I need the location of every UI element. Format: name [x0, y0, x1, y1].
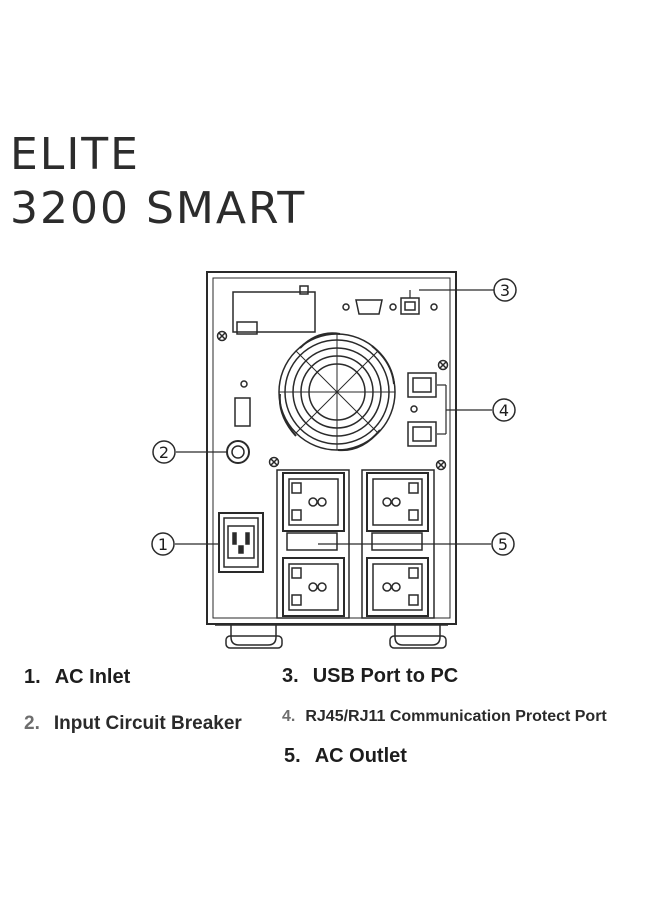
- legend-label: AC Inlet: [54, 666, 131, 688]
- product-title-line1: ELITE: [10, 129, 140, 180]
- product-title: ELITE 3200 SMART: [10, 128, 306, 236]
- legend-number: 5.: [284, 745, 301, 767]
- ups-feet: [225, 625, 447, 649]
- product-title-line2: 3200 SMART: [10, 183, 307, 234]
- callout-3-label: 3: [500, 281, 510, 300]
- legend-item-ac-inlet: 1. AC Inlet: [24, 666, 130, 689]
- breaker-switch: [226, 397, 251, 464]
- rj45-rj11-ports: [407, 372, 437, 447]
- legend-label: AC Outlet: [314, 745, 407, 767]
- usb-port: [400, 297, 438, 315]
- legend-label: RJ45/RJ11 Communication Protect Port: [305, 708, 607, 725]
- legend-item-input-circuit-breaker: 2. Input Circuit Breaker: [24, 713, 242, 735]
- legend-number: 1.: [24, 666, 41, 688]
- ac-outlet: [282, 472, 345, 532]
- callout-2: 2: [152, 440, 176, 464]
- callout-5: 5: [491, 532, 515, 556]
- callout-leaders: [175, 289, 494, 545]
- legend-item-rj45-rj11-port: 4. RJ45/RJ11 Communication Protect Port: [282, 708, 607, 726]
- legend-item-usb-port: 3. USB Port to PC: [282, 665, 458, 688]
- callout-3: 3: [493, 278, 517, 302]
- ac-outlets-panel: [276, 469, 435, 619]
- cover-plate: [232, 285, 316, 335]
- legend-label: Input Circuit Breaker: [53, 713, 242, 734]
- legend-number: 2.: [24, 713, 40, 734]
- legend-number: 3.: [282, 665, 299, 687]
- callout-4-label: 4: [499, 401, 509, 420]
- callout-2-label: 2: [159, 443, 169, 462]
- legend-item-ac-outlet: 5. AC Outlet: [284, 745, 407, 768]
- legend-label: USB Port to PC: [312, 665, 459, 687]
- serial-port: [342, 299, 397, 315]
- screw-icon: [216, 330, 449, 471]
- callout-1-label: 1: [158, 535, 168, 554]
- ac-outlet: [366, 472, 429, 532]
- ac-inlet: [218, 512, 264, 573]
- ac-outlet: [282, 557, 345, 617]
- callout-4: 4: [492, 398, 516, 422]
- callout-5-label: 5: [498, 535, 508, 554]
- ac-outlet: [366, 557, 429, 617]
- callout-1: 1: [151, 532, 175, 556]
- legend-number: 4.: [282, 708, 296, 725]
- cooling-fan: [278, 332, 396, 452]
